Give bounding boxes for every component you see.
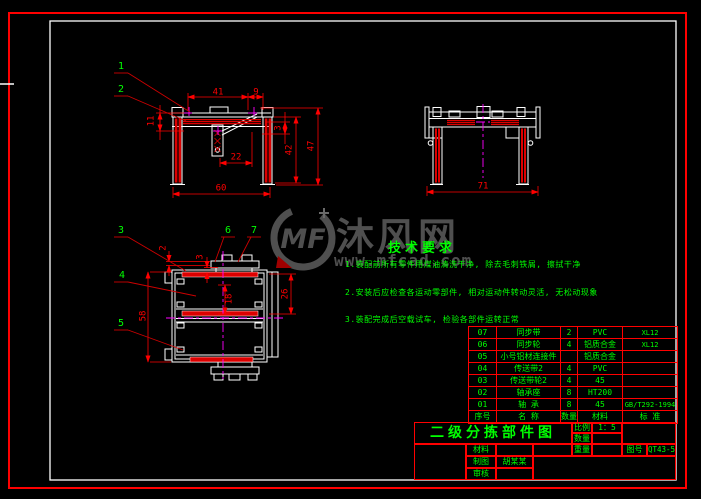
bom-cell (561, 351, 578, 363)
dim-front-gap: 3 (273, 125, 284, 131)
bom-cell (623, 363, 677, 375)
bom-header-name: 名 称 (497, 411, 561, 423)
bom-cell: 同步带 (497, 327, 561, 339)
bom-table: 07 同步带 2 PVC XL12 06 同步轮 4 铝质合金 XL12 05 … (468, 326, 678, 424)
tech-requirement-2: 2.安装后应检查各运动零部件, 相对运动件转动灵活, 无松动现象 (345, 288, 598, 297)
bom-cell (623, 387, 677, 399)
title-block-empty-cell (533, 456, 676, 480)
bom-cell: 传送带2 (497, 363, 561, 375)
tech-requirement-1: 1.装配前所有零件用煤油清洗干净, 除去毛刺铁屑, 擦拭干净 (345, 260, 581, 269)
bom-cell: GB/T292-1994 (623, 399, 677, 411)
balloon-2: 2 (117, 84, 125, 95)
dim-front-inner-height: 42 (284, 144, 295, 156)
bom-cell: 02 (469, 387, 497, 399)
bom-cell: 05 (469, 351, 497, 363)
dim-plan-right: 26 (280, 288, 291, 300)
bom-cell: 轴承座 (497, 387, 561, 399)
bom-cell: 8 (561, 387, 578, 399)
bom-header-qty: 数量 (561, 411, 578, 423)
bom-cell: 4 (561, 363, 578, 375)
bom-cell: 06 (469, 339, 497, 351)
scale-label: 比例 (572, 422, 592, 433)
bom-cell: 8 (561, 399, 578, 411)
draft-name: 胡某某 (496, 456, 533, 468)
bom-cell: 2 (561, 327, 578, 339)
drawing-frame (0, 12, 687, 489)
dim-plan-inner: 18 (224, 293, 235, 305)
bom-cell (623, 351, 677, 363)
bom-cell: 轴 承 (497, 399, 561, 411)
drawing-no-value: QT43-5 (647, 444, 676, 456)
view-front-belt (174, 118, 272, 183)
dim-front-base-width: 60 (215, 183, 227, 194)
bom-cell: 同步轮 (497, 339, 561, 351)
material-value (496, 444, 533, 456)
bom-cell: XL12 (623, 327, 677, 339)
balloon-5: 5 (117, 318, 125, 329)
quantity-value (592, 433, 622, 444)
drawing-title: 二级分拣部件图 (414, 422, 572, 444)
bom-cell: HT200 (578, 387, 623, 399)
mfcad-logo-icon: MF (270, 205, 336, 271)
tech-requirements-title: 技术要求 (388, 241, 457, 256)
check-value (496, 468, 533, 480)
bom-cell: 铝质合金 (578, 351, 623, 363)
drawing-no-label: 图号 (622, 444, 647, 456)
bom-cell: 03 (469, 375, 497, 387)
watermark-site-url: www.mfcad.com (334, 251, 473, 270)
weight-value (592, 444, 622, 456)
watermark-site-name: 沐风网 (336, 215, 460, 259)
bom-cell: 铝质合金 (578, 339, 623, 351)
title-block-empty-cell (622, 422, 676, 444)
title-block-empty-cell (414, 444, 466, 480)
dim-front-top-right: 9 (253, 87, 259, 98)
material-label: 材料 (466, 444, 496, 456)
dim-plan-offset: 3 (195, 254, 206, 260)
balloon-6: 6 (224, 225, 232, 236)
quantity-label: 数量 (572, 433, 592, 444)
draft-label: 制图 (466, 456, 496, 468)
balloon-1: 1 (117, 61, 125, 72)
view-side-belt (435, 119, 526, 183)
dim-plan-edge: 2 (158, 245, 169, 251)
bom-cell: PVC (578, 327, 623, 339)
title-block-empty-cell (533, 444, 572, 456)
svg-text:MF: MF (280, 224, 326, 255)
dim-front-left-height: 11 (146, 115, 157, 127)
bom-cell (623, 375, 677, 387)
leader-lines (114, 72, 261, 351)
check-label: 审核 (466, 468, 496, 480)
bom-cell: 07 (469, 327, 497, 339)
bom-cell: 45 (578, 375, 623, 387)
balloon-7: 7 (250, 225, 258, 236)
dim-plan-length: 58 (138, 310, 149, 322)
bom-cell: 01 (469, 399, 497, 411)
bom-header-material: 材料 (578, 411, 623, 423)
view-side (424, 106, 541, 185)
dimension-lines (145, 93, 539, 363)
centerlines (166, 104, 490, 379)
bom-header-no: 序号 (469, 411, 497, 423)
bom-cell: 4 (561, 375, 578, 387)
view-front (170, 106, 275, 185)
tech-requirement-3: 3.装配完成后空载试车, 检验各部件运转正常 (345, 315, 520, 324)
balloon-3: 3 (117, 225, 125, 236)
balloon-4: 4 (118, 270, 126, 281)
bom-cell: PVC (578, 363, 623, 375)
bom-cell: 4 (561, 339, 578, 351)
bom-cell: XL12 (623, 339, 677, 351)
bom-cell: 传送带轮2 (497, 375, 561, 387)
view-plan (164, 254, 279, 381)
dim-front-top-span: 41 (212, 87, 224, 98)
weight-label: 重量 (572, 444, 592, 456)
bom-cell: 04 (469, 363, 497, 375)
dim-side-width: 71 (477, 181, 489, 192)
bom-header-standard: 标 准 (639, 412, 661, 421)
dim-front-motor-width: 22 (230, 152, 242, 163)
dim-front-total-height: 47 (306, 140, 317, 152)
bom-cell: 45 (578, 399, 623, 411)
bom-cell: 小号铝材连接件 (497, 351, 561, 363)
scale-value: 1：5 (592, 422, 622, 433)
